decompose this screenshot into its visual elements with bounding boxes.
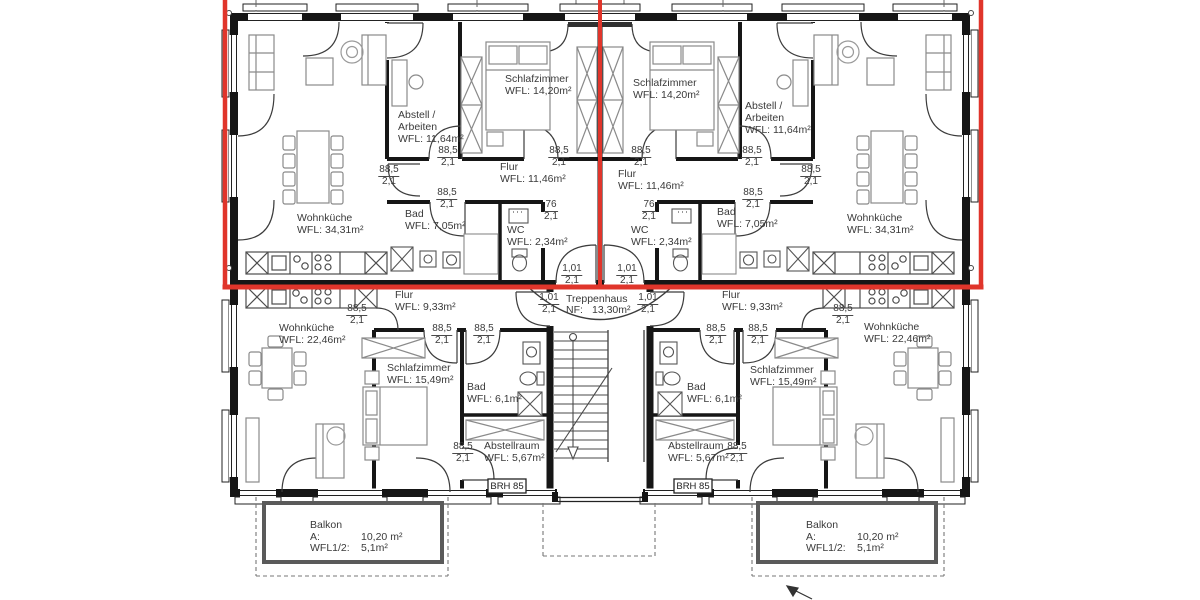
balcony-canopy-dashed [255,497,449,577]
furniture-icons-bottom-apartment [245,335,545,483]
kitchen-icon-top-apartment [245,251,388,275]
stairwell-label: Treppenhaus NF:13,30m² [566,293,631,316]
stair-landing-arc [526,285,674,321]
brh-marker-box [487,478,527,494]
staircase-icon [554,330,645,462]
balcony-outline [262,501,444,564]
bathroom-icons-bottom-apartment [517,341,545,417]
bathroom-icons-top-apartment [390,208,529,275]
entrance-door [552,492,648,503]
window-icons-bottom [234,488,561,505]
annotation-arrow [785,585,813,600]
balcony-label-right: Balkon A:10,20 m² WFL1/2:5,1m² [806,519,899,554]
selection-highlight [222,0,984,290]
brh-label-left: BRH 85 [490,481,524,492]
entrance-canopy-dashed [542,503,656,557]
balcony-label-left: Balkon A:10,20 m² WFL1/2:5,1m² [310,519,403,554]
window-icons-top [242,3,529,22]
furniture-icons-top-apartment [248,34,598,205]
brh-label-right: BRH 85 [676,481,710,492]
